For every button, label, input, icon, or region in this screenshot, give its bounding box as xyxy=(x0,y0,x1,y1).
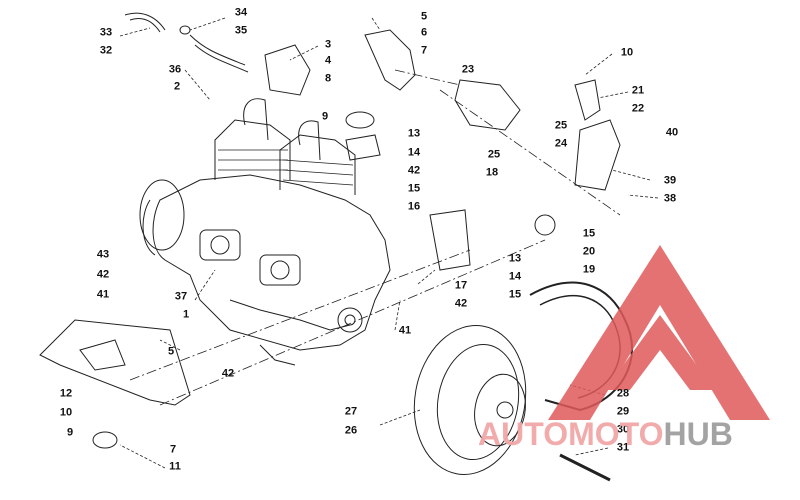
callout-26: 26 xyxy=(344,424,358,437)
callout-38: 38 xyxy=(663,192,677,205)
watermark-text: AUTOMOTOHUB xyxy=(478,418,733,450)
callout-7: 7 xyxy=(420,44,428,57)
callout-2: 2 xyxy=(173,80,181,93)
callout-9: 9 xyxy=(321,110,329,123)
callout-33: 33 xyxy=(99,26,113,39)
engine-assembly xyxy=(139,98,391,366)
callout-17: 17 xyxy=(454,279,468,292)
callout-19: 19 xyxy=(582,263,596,276)
callout-8: 8 xyxy=(324,72,332,85)
callout-10-b: 10 xyxy=(59,406,73,419)
callout-1: 1 xyxy=(182,308,190,321)
callout-11: 11 xyxy=(169,460,181,473)
callout-42-c: 42 xyxy=(96,268,110,281)
upper-mount-bracket xyxy=(264,29,416,161)
callout-31: 31 xyxy=(616,441,630,454)
callout-32: 32 xyxy=(99,44,113,57)
rear-mount-frame xyxy=(429,79,621,271)
callout-25-b: 25 xyxy=(487,148,501,161)
clutch-assembly xyxy=(413,325,611,482)
callout-34: 34 xyxy=(234,6,248,19)
watermark-text-part2: HUB xyxy=(663,416,733,452)
watermark-logo-shape xyxy=(548,245,770,420)
callout-5: 5 xyxy=(420,10,428,23)
callout-15: 15 xyxy=(407,182,421,195)
callout-15-c: 15 xyxy=(508,288,522,301)
callout-22: 22 xyxy=(631,102,645,115)
callout-25: 25 xyxy=(554,119,568,132)
callout-14: 14 xyxy=(407,146,421,159)
callout-15-b: 15 xyxy=(582,227,596,240)
callout-23: 23 xyxy=(461,63,475,76)
callout-42: 42 xyxy=(407,164,421,177)
callout-3: 3 xyxy=(324,38,332,51)
callout-35: 35 xyxy=(234,24,248,37)
callout-14-b: 14 xyxy=(508,270,522,283)
callout-13: 13 xyxy=(407,127,421,140)
callout-20: 20 xyxy=(582,245,596,258)
callout-18: 18 xyxy=(485,166,499,179)
callout-36: 36 xyxy=(168,63,182,76)
callout-43: 43 xyxy=(96,248,110,261)
callout-6: 6 xyxy=(420,26,428,39)
callout-28: 28 xyxy=(616,387,630,400)
callout-9-b: 9 xyxy=(66,426,74,439)
callout-41-b: 41 xyxy=(398,324,412,337)
callout-29: 29 xyxy=(616,405,630,418)
callout-12: 12 xyxy=(59,387,73,400)
callout-13-b: 13 xyxy=(508,252,522,265)
callout-24: 24 xyxy=(554,137,568,150)
callout-10: 10 xyxy=(620,46,634,59)
callout-16: 16 xyxy=(407,200,421,213)
callout-37: 37 xyxy=(174,290,188,303)
callout-21: 21 xyxy=(631,84,645,97)
callout-42-d: 42 xyxy=(221,367,235,380)
callout-5-b: 5 xyxy=(167,345,175,358)
callout-40: 40 xyxy=(665,126,679,139)
callout-30: 30 xyxy=(616,423,630,436)
hose-group xyxy=(124,12,249,73)
callout-39: 39 xyxy=(663,174,677,187)
watermark-text-part1: AUTOMOTO xyxy=(478,416,664,452)
callout-4: 4 xyxy=(324,54,332,67)
lower-left-mount-plate xyxy=(39,319,191,449)
callout-27: 27 xyxy=(344,405,358,418)
callout-41: 41 xyxy=(96,288,110,301)
callout-7-b: 7 xyxy=(169,443,177,456)
callout-42-b: 42 xyxy=(454,297,468,310)
